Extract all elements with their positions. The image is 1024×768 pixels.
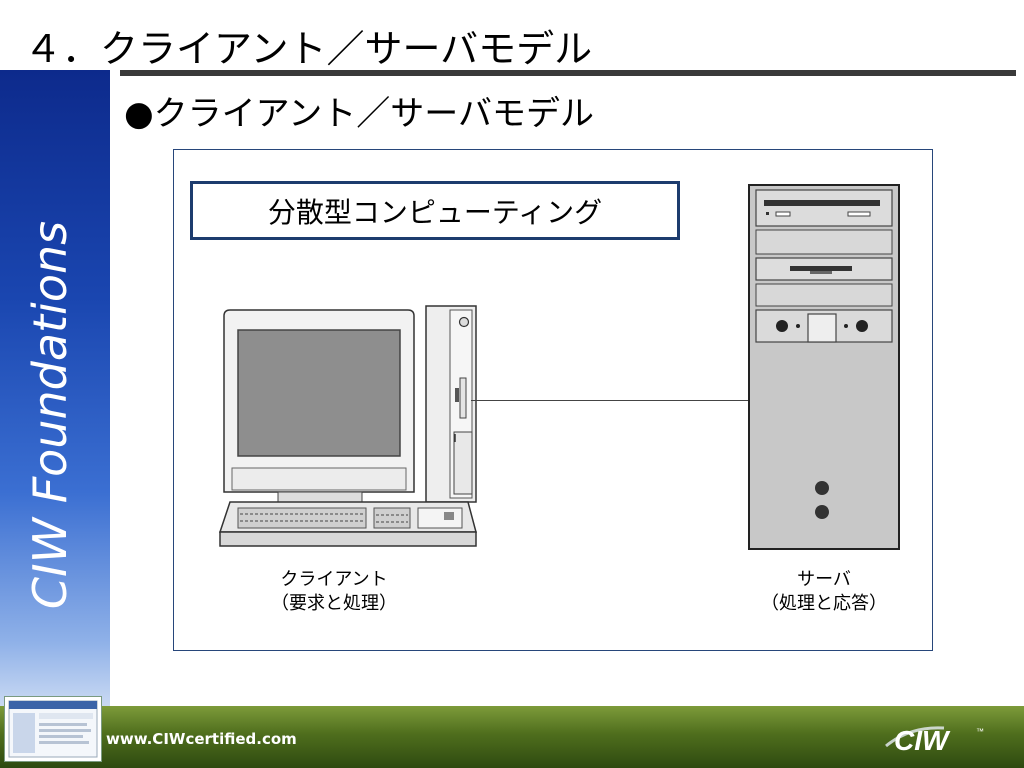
concept-label: 分散型コンピューティング (267, 195, 603, 229)
page-title: ４．クライアント／サーバモデル (24, 27, 593, 71)
bullet-heading: ●クライアント／サーバモデル (124, 94, 594, 134)
ciw-logo: CIW ™ (880, 722, 1000, 756)
server-role: （処理と応答） (761, 593, 887, 614)
server-label: サーバ （処理と応答） (739, 568, 909, 616)
ciw-logo-tm: ™ (976, 727, 984, 736)
sidebar-title-text: CIW Foundations (23, 220, 77, 610)
concept-box: 分散型コンピューティング (190, 181, 680, 240)
browser-thumbnail-icon (4, 696, 102, 762)
footer-bar: www.CIWcertified.com CIW ™ (0, 696, 1024, 768)
client-role: （要求と処理） (271, 593, 397, 614)
server-tower-icon (748, 184, 900, 550)
title-rule (120, 70, 1016, 76)
ciw-logo-text: CIW (894, 725, 951, 756)
client-name: クライアント (280, 569, 388, 590)
client-label: クライアント （要求と処理） (254, 568, 414, 616)
sidebar-banner: CIW Foundations (0, 70, 110, 720)
diagram-frame: 分散型コンピューティング (173, 149, 933, 651)
server-name: サーバ (797, 569, 851, 590)
client-computer-icon (218, 305, 477, 547)
footer-url: www.CIWcertified.com (106, 730, 297, 748)
connection-line (471, 400, 749, 401)
